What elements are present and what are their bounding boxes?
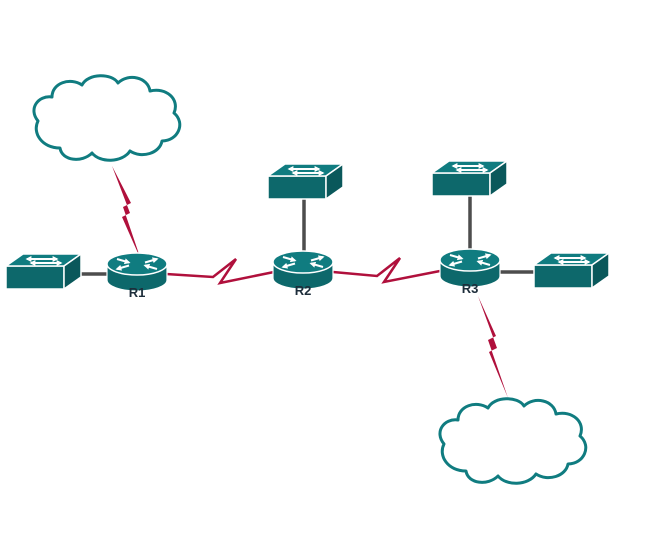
- router-r3[interactable]: [439, 248, 501, 288]
- switch-side-face: [489, 159, 508, 198]
- switch-front-face: [5, 265, 65, 290]
- router-arrow-icon: [449, 254, 464, 261]
- switch-above-r3[interactable]: [429, 159, 510, 198]
- router-arrow-icon: [116, 258, 131, 265]
- switch-above-r2[interactable]: [265, 162, 346, 201]
- cloud-shape: [32, 74, 182, 162]
- router-top: [106, 252, 168, 276]
- router-arrow-icon: [310, 255, 325, 262]
- cloud-shape: [438, 397, 588, 485]
- lightning-link-cloud-r1: [112, 166, 141, 260]
- router-top: [272, 250, 334, 274]
- serial-link-r1-r2: [165, 258, 275, 285]
- switch-side-face: [63, 252, 82, 291]
- switch-side-face: [325, 162, 344, 201]
- router-arrow-icon: [309, 261, 324, 268]
- router-arrow-icon: [144, 257, 159, 264]
- switch-front-face: [267, 175, 327, 200]
- router-top: [439, 248, 501, 272]
- router-arrow-icon: [115, 264, 130, 271]
- switch-right[interactable]: [531, 251, 612, 290]
- router-arrow-icon: [143, 263, 158, 270]
- router-arrow-icon: [282, 256, 297, 263]
- router-arrow-icon: [281, 262, 296, 269]
- router-arrow-icon: [448, 260, 463, 267]
- switch-front-face: [533, 264, 593, 289]
- router-arrow-icon: [476, 259, 491, 266]
- router-label-r3: R3: [462, 281, 479, 296]
- router-label-r1: R1: [129, 285, 146, 300]
- switch-left[interactable]: [3, 252, 84, 291]
- lightning-link-r3-cloud: [478, 296, 508, 398]
- switch-front-face: [431, 172, 491, 197]
- router-r1[interactable]: [106, 252, 168, 292]
- router-label-r2: R2: [295, 283, 312, 298]
- serial-link-r2-r3: [332, 257, 441, 284]
- switch-side-face: [591, 251, 610, 290]
- cloud-bottom-right[interactable]: [438, 397, 588, 485]
- router-arrow-icon: [477, 253, 492, 260]
- router-r2[interactable]: [272, 250, 334, 290]
- cloud-top-left[interactable]: [32, 74, 182, 162]
